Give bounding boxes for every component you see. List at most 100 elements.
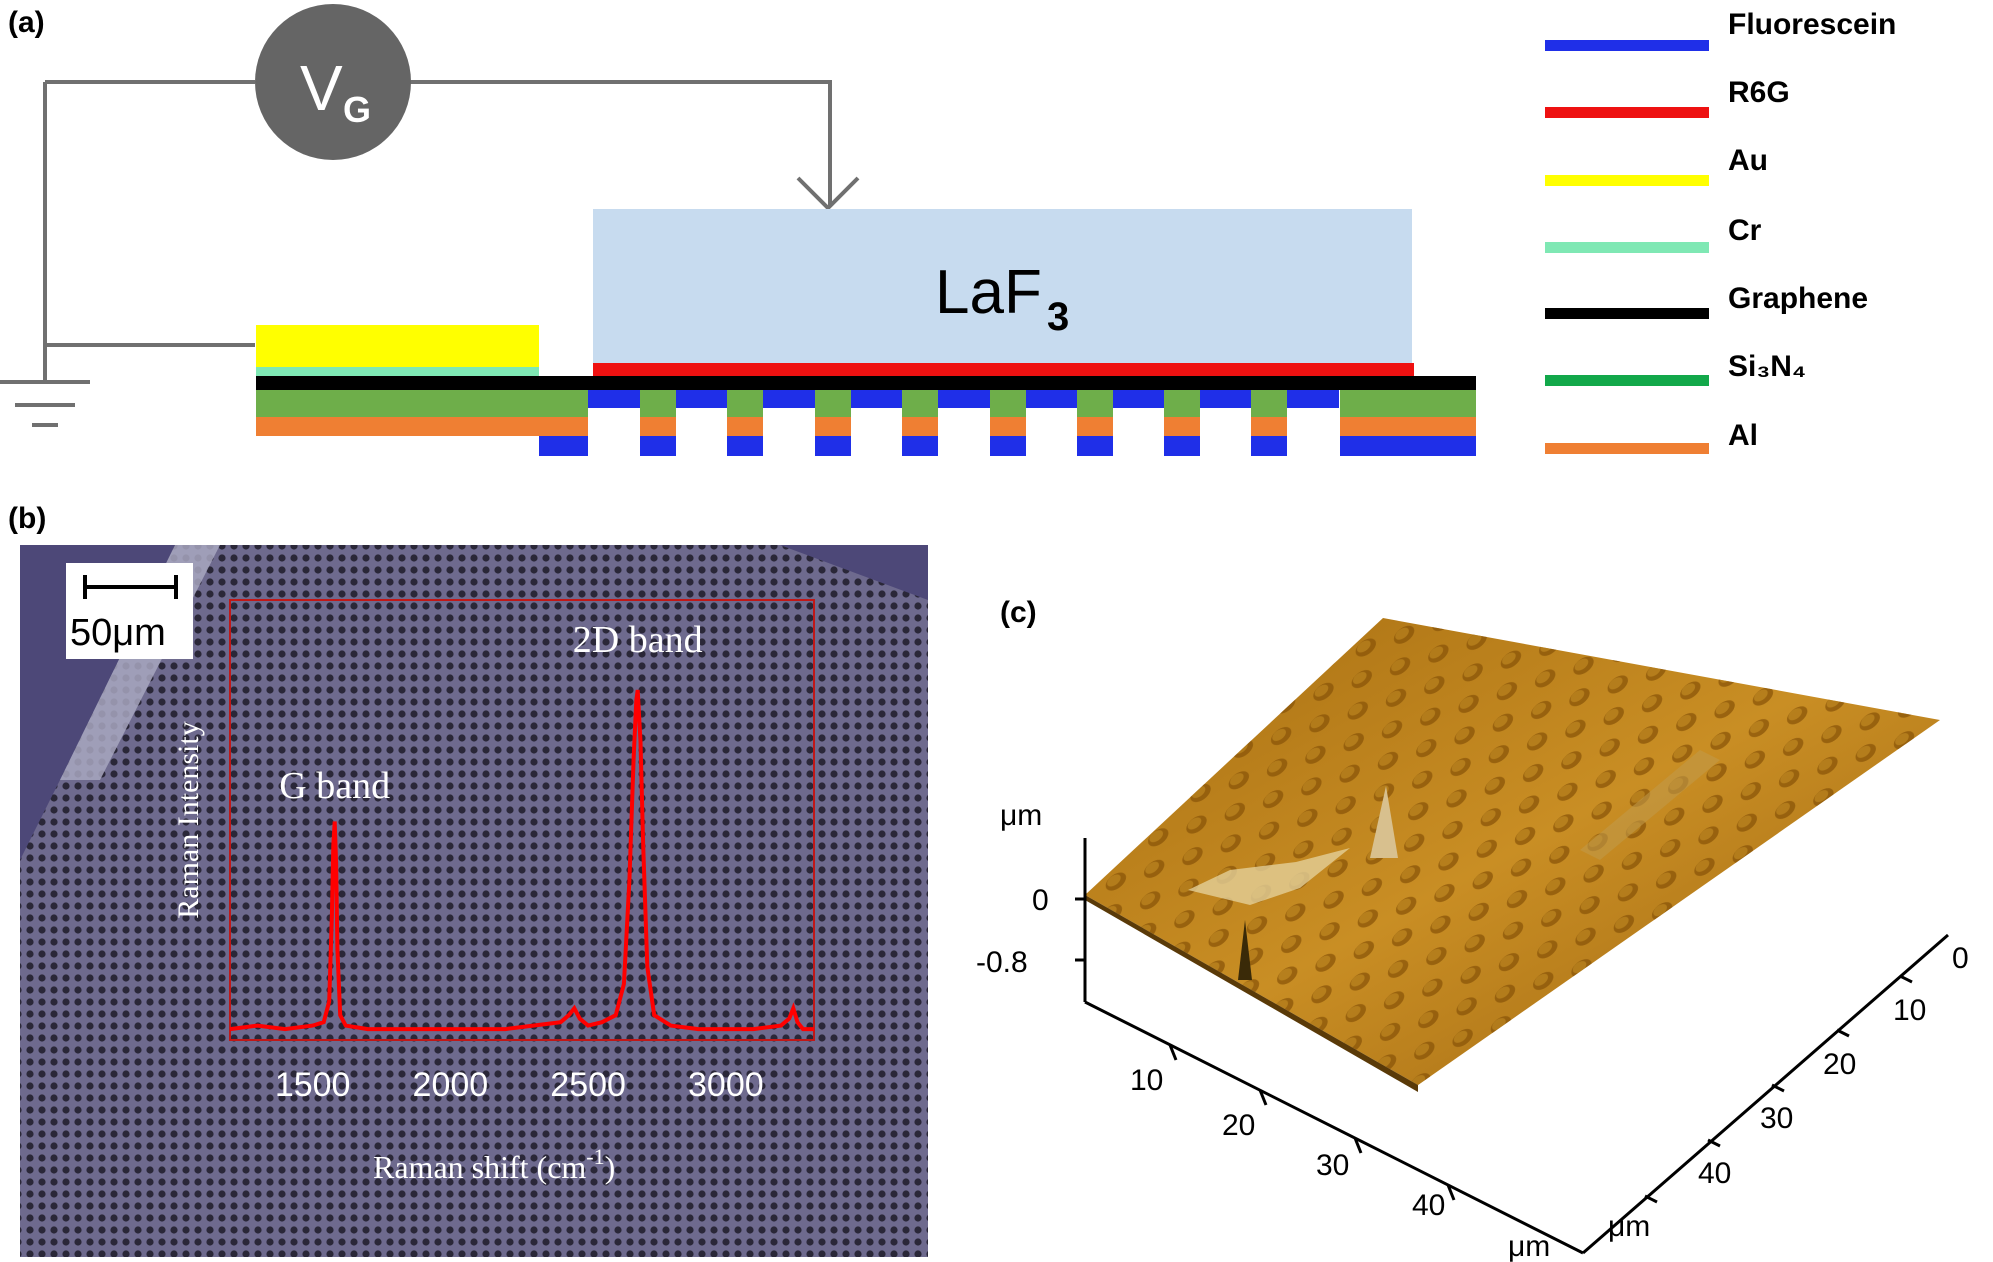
legend-swatch (1545, 375, 1709, 386)
x-axis-unit: μm (1508, 1230, 1550, 1262)
pillar-layer (1251, 436, 1287, 456)
z-tick-label: -0.8 (976, 946, 1028, 979)
fluorescein-well-top (763, 390, 815, 408)
legend-item: Al (1545, 419, 1758, 454)
z-axis-unit: μm (1000, 799, 1042, 832)
raman-series-line (229, 689, 814, 1032)
pillar-layer (1164, 436, 1200, 456)
voltage-label: V (300, 52, 343, 124)
pillar-layer (990, 417, 1026, 436)
pillar-layer (902, 436, 938, 456)
legend-label: Al (1728, 419, 1758, 452)
x-axis-label: Raman shift (cm-1) (373, 1144, 615, 1185)
raman-chart: 1500 2000 2500 3000 G band 2D band Raman Int… (172, 599, 815, 1185)
x-tick-label: 2500 (550, 1066, 626, 1104)
substrate-stack (256, 390, 1476, 456)
pillar-layer (640, 436, 676, 456)
legend-swatch (1545, 175, 1709, 186)
fluorescein-well-top (1200, 390, 1251, 408)
pillar-layer (990, 436, 1026, 456)
pillar-layer (1077, 390, 1113, 417)
fluorescein-well-top (938, 390, 990, 408)
legend-label: Si₃N₄ (1728, 350, 1806, 383)
panel-label-b: (b) (8, 502, 46, 535)
pillar-layer (815, 417, 851, 436)
afm-x-axis: 10 20 30 40 μm (1130, 1044, 1550, 1262)
legend-label: Fluorescein (1728, 8, 1896, 41)
pillar-layer (815, 436, 851, 456)
graphene-layer (256, 376, 1476, 390)
panel-label-c: (c) (1000, 596, 1037, 629)
pillar-layer (1077, 417, 1113, 436)
x-tick-label: 2000 (413, 1066, 489, 1104)
pillar-layer (902, 417, 938, 436)
x-tick-label: 10 (1130, 1064, 1163, 1097)
y-tick-label: 20 (1823, 1048, 1856, 1081)
fluorescein-edge (539, 436, 588, 456)
afm-z-axis: μm 0 -0.8 (976, 799, 1049, 979)
scale-bar: 50μm (66, 563, 193, 659)
pillar-layer (727, 417, 763, 436)
pillar-layer (727, 436, 763, 456)
x-tick-label: 1500 (275, 1066, 351, 1104)
panel-label-a: (a) (8, 6, 45, 39)
legend-item: Graphene (1545, 282, 1868, 319)
peak-annotations: G band 2D band (279, 619, 702, 807)
pillar-layer (727, 390, 763, 417)
x-axis-label-superscript: -1 (586, 1144, 604, 1169)
x-axis-label-text: Raman shift (cm (373, 1149, 586, 1185)
pillar-layer (990, 390, 1026, 417)
ground-icon (0, 345, 90, 427)
legend-swatch (1545, 40, 1709, 51)
plot-frame (229, 599, 815, 1041)
y-tick-label: 30 (1760, 1102, 1793, 1135)
legend-item: R6G (1545, 76, 1790, 118)
x-tick-label: 30 (1316, 1149, 1349, 1182)
pillar-layer (640, 390, 676, 417)
fluorescein-well-top (1112, 390, 1164, 408)
legend-label: Cr (1728, 214, 1762, 247)
x-tick-label: 3000 (688, 1066, 764, 1104)
laf3-subscript: 3 (1047, 295, 1069, 339)
legend-swatch (1545, 242, 1709, 253)
pillar-layer (1251, 390, 1287, 417)
legend-item: Si₃N₄ (1545, 350, 1806, 386)
nanowell-array (539, 390, 1339, 456)
fluorescein-well-top (1025, 390, 1077, 408)
x-tick-label: 40 (1412, 1189, 1445, 1222)
optical-micrograph (20, 545, 928, 1257)
x-tick-labels: 1500 2000 2500 3000 (275, 1066, 764, 1104)
r6g-layer (593, 363, 1414, 376)
y-axis-unit: μm (1608, 1210, 1650, 1243)
fluorescein-well-top (676, 390, 727, 408)
legend-label: R6G (1728, 76, 1790, 109)
pillar-layer (902, 390, 938, 417)
peak-annotation: 2D band (573, 619, 703, 661)
y-axis-label: Raman Intensity (172, 721, 205, 918)
legend-item: Cr (1545, 214, 1762, 253)
y-tick-label: 10 (1893, 994, 1926, 1027)
legend-swatch (1545, 107, 1709, 118)
laf3-label: LaF (935, 258, 1042, 327)
legend-label: Graphene (1728, 282, 1868, 315)
legend-label: Au (1728, 144, 1768, 177)
scale-bar-label: 50μm (70, 612, 166, 654)
legend-item: Au (1545, 144, 1768, 186)
laf3-block: LaF 3 (593, 209, 1412, 363)
pillar-layer (1251, 417, 1287, 436)
pillar-layer (1164, 417, 1200, 436)
y-tick-label: 0 (1952, 942, 1969, 975)
z-tick-label: 0 (1032, 884, 1049, 917)
voltage-source: V G (255, 4, 411, 160)
legend-item: Fluorescein (1545, 8, 1896, 51)
afm-3d-surface (1085, 618, 1940, 1092)
au-electrode (256, 325, 539, 376)
legend-swatch (1545, 308, 1709, 319)
pillar-layer (815, 390, 851, 417)
y-tick-label: 40 (1698, 1157, 1731, 1190)
fluorescein-well-top (851, 390, 902, 408)
peak-annotation: G band (279, 765, 390, 807)
afm-axes (1075, 838, 1949, 1255)
x-tick-label: 20 (1222, 1109, 1255, 1142)
